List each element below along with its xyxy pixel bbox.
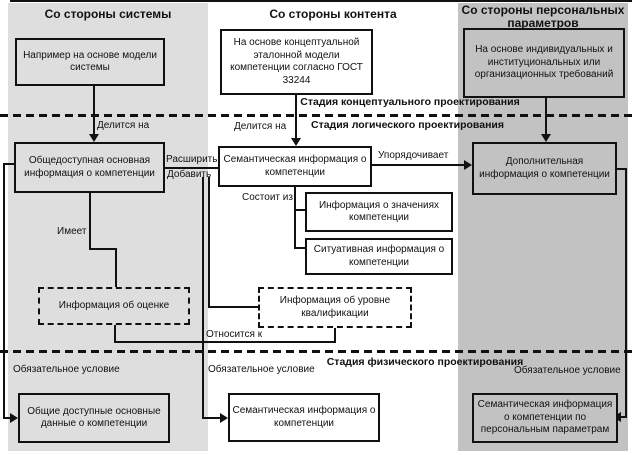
header-system-side: Со стороны системы: [44, 7, 172, 21]
node-qualification-info: Информация об уровне квалификации: [258, 287, 412, 328]
node-additional-info-label: Дополнительная информация о компетенции: [479, 156, 610, 180]
arrowhead-into-semantic: [291, 138, 301, 146]
top-border-line: [10, 0, 632, 2]
arrowhead-into-semantic-bottom: [220, 413, 228, 423]
node-semantic-info-bottom: Семантическая информация о компетенции: [228, 393, 380, 442]
node-semantic-info-bottom-label: Семантическая информация о компетенции: [232, 405, 376, 429]
edge-has-vertical1: [89, 193, 91, 250]
header-content-side: Со стороны контента: [269, 7, 397, 21]
arrowhead-orders-into-additional: [464, 160, 472, 170]
node-assessment-info: Информация об оценке: [38, 287, 190, 325]
stage-physical-label: Стадия физического проектирования: [326, 356, 524, 368]
edge-right-outer-stub: [617, 168, 627, 170]
node-semantic-info: Семантическая информация о компетенции: [218, 146, 372, 187]
edge-personal-down-line: [545, 98, 547, 137]
node-semantic-personal-label: Семантическая информация о компетенции п…: [477, 399, 613, 436]
node-assessment-info-label: Информация об оценке: [58, 299, 170, 311]
edge-extend-line: [165, 167, 218, 169]
condition-label-left: Обязательное условие: [13, 364, 120, 375]
separator-logical-physical: [0, 350, 632, 353]
node-public-basic-data: Общие доступные основные данные о компет…: [18, 393, 170, 443]
node-personal-source-label: На основе индивидуальных и институционал…: [474, 44, 614, 81]
node-situational-info-label: Ситуативная информация о компетенции: [313, 244, 445, 268]
node-system-source: Например на основе модели системы: [15, 38, 165, 86]
node-semantic-personal: Семантическая информация о компетенции п…: [472, 393, 618, 443]
edge-label-has: Имеет: [57, 226, 87, 237]
edge-to-qualification-horizontal: [208, 306, 258, 308]
node-content-source-label: На основе концептуальной эталонной модел…: [230, 37, 363, 86]
edge-add-vertical-line: [202, 177, 204, 419]
stage-conceptual-label: Стадия концептуального проектирования: [300, 96, 520, 108]
node-semantic-info-label: Семантическая информация о компетенции: [223, 154, 367, 178]
separator-conceptual-logical: [0, 114, 632, 117]
condition-label-mid: Обязательное условие: [208, 364, 315, 375]
stage-logical-label: Стадия логического проектирования: [310, 119, 504, 131]
header-personal-side: Со стороны персональных параметров: [461, 3, 625, 31]
edge-left-outer-stub: [3, 163, 15, 165]
edge-left-outer-vertical: [3, 163, 5, 419]
node-public-basic-info-label: Общедоступная основная информация о комп…: [24, 155, 155, 179]
edge-relates-right-drop: [334, 326, 336, 343]
node-public-basic-data-label: Общие доступные основные данные о компет…: [27, 405, 161, 430]
edge-system-divides-line: [93, 86, 95, 138]
edge-right-outer-vertical: [625, 168, 627, 418]
node-qualification-info-label: Информация об уровне квалификации: [279, 295, 391, 319]
node-personal-source: На основе индивидуальных и институционал…: [463, 28, 625, 98]
node-values-info-label: Информация о значениях компетенции: [318, 199, 440, 224]
edge-has-vertical2: [115, 248, 117, 287]
edge-label-consists-of: Состоит из: [242, 192, 293, 203]
arrowhead-into-public-basic: [89, 134, 99, 142]
edge-relates-horizontal: [114, 341, 336, 343]
edge-orders-line: [372, 164, 466, 166]
edge-label-orders: Упорядочивает: [378, 150, 449, 161]
edge-label-divides-mid: Делится на: [234, 121, 287, 132]
arrowhead-into-additional-top: [541, 134, 551, 142]
edge-label-divides-left: Делится на: [97, 120, 150, 131]
edge-label-extend: Расширить: [166, 154, 218, 165]
edge-to-qualification-vertical: [208, 177, 210, 308]
edge-relates-left-drop: [114, 323, 116, 343]
edge-consists-branch2: [294, 247, 305, 249]
condition-label-right: Обязательное условие: [514, 365, 621, 376]
edge-left-outer-to-box: [3, 417, 13, 419]
edge-has-horizontal: [89, 248, 117, 250]
edge-consists-branch1: [294, 209, 305, 211]
arrowhead-into-public-data: [10, 413, 18, 423]
node-content-source: На основе концептуальной эталонной модел…: [220, 29, 373, 95]
edge-right-outer-to-box: [621, 416, 627, 418]
node-public-basic-info: Общедоступная основная информация о комп…: [14, 142, 165, 193]
edge-label-add: Добавить: [167, 169, 212, 180]
node-system-source-label: Например на основе модели системы: [23, 49, 157, 74]
edge-content-divides-line: [295, 95, 297, 141]
edge-add-to-bottom-line: [202, 417, 222, 419]
edge-label-relates-to: Относится к: [206, 329, 263, 340]
node-situational-info: Ситуативная информация о компетенции: [305, 238, 453, 275]
edge-consists-vertical: [294, 187, 296, 249]
node-additional-info: Дополнительная информация о компетенции: [472, 142, 617, 195]
node-values-info: Информация о значениях компетенции: [305, 192, 453, 232]
